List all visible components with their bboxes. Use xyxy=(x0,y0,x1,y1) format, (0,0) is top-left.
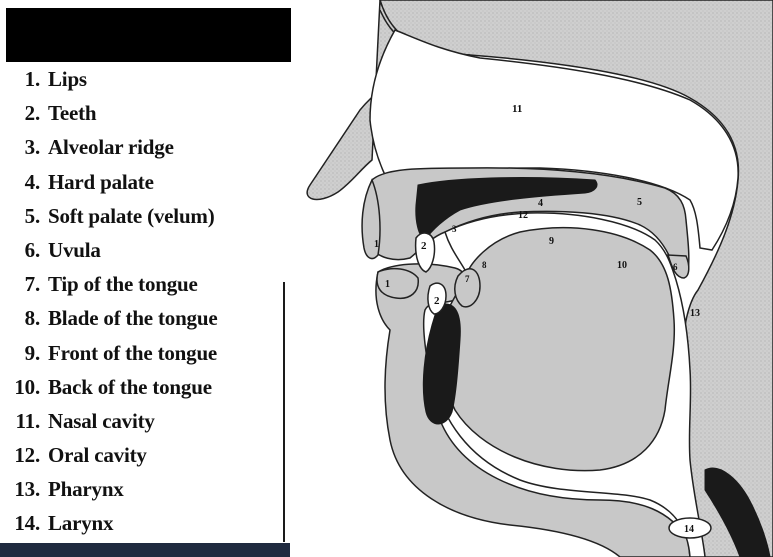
tongue xyxy=(443,228,675,471)
legend-label: Soft palate (velum) xyxy=(48,204,215,228)
legend-label: Teeth xyxy=(48,101,96,125)
legend-label: Lips xyxy=(48,67,87,91)
legend-item: 2. Teeth xyxy=(0,96,285,130)
legend-label: Front of the tongue xyxy=(48,341,217,365)
legend-number: 14. xyxy=(0,506,40,540)
legend-number: 13. xyxy=(0,472,40,506)
label-upper-lip: 1 xyxy=(374,239,379,250)
legend-item: 6. Uvula xyxy=(0,233,285,267)
legend-item: 10. Back of the tongue xyxy=(0,370,285,404)
lower-lip xyxy=(377,269,418,299)
legend-label: Blade of the tongue xyxy=(48,306,217,330)
legend-divider xyxy=(283,282,285,542)
legend-item: 5. Soft palate (velum) xyxy=(0,199,285,233)
label-larynx: 14 xyxy=(684,524,694,535)
legend-label: Uvula xyxy=(48,238,101,262)
legend-number: 12. xyxy=(0,438,40,472)
legend-label: Alveolar ridge xyxy=(48,135,174,159)
label-tongue-back: 10 xyxy=(617,260,627,271)
legend-item: 14. Larynx xyxy=(0,506,285,540)
bottom-band xyxy=(0,543,290,557)
legend-number: 2. xyxy=(0,96,40,130)
legend-item: 1. Lips xyxy=(0,62,285,96)
title-bar xyxy=(6,8,291,62)
label-tongue-blade: 8 xyxy=(482,260,487,270)
label-soft-palate: 5 xyxy=(637,197,642,208)
label-lower-teeth: 2 xyxy=(434,295,440,307)
legend-item: 13. Pharynx xyxy=(0,472,285,506)
legend-number: 9. xyxy=(0,336,40,370)
label-hard-palate: 4 xyxy=(538,198,543,209)
legend-number: 3. xyxy=(0,130,40,164)
legend-number: 7. xyxy=(0,267,40,301)
legend-item: 11. Nasal cavity xyxy=(0,404,285,438)
legend-label: Back of the tongue xyxy=(48,375,212,399)
legend-number: 5. xyxy=(0,199,40,233)
label-oral-cavity: 12 xyxy=(518,210,528,221)
legend-label: Pharynx xyxy=(48,477,124,501)
legend-number: 1. xyxy=(0,62,40,96)
legend-label: Hard palate xyxy=(48,170,154,194)
legend-label: Tip of the tongue xyxy=(48,272,198,296)
legend-number: 6. xyxy=(0,233,40,267)
legend-number: 11. xyxy=(0,404,40,438)
label-lower-lip: 1 xyxy=(385,279,390,290)
label-upper-teeth: 2 xyxy=(421,240,427,252)
label-alveolar-ridge: 3 xyxy=(452,224,457,234)
legend-item: 3. Alveolar ridge xyxy=(0,130,285,164)
label-tongue-front: 9 xyxy=(549,236,554,247)
legend-label: Oral cavity xyxy=(48,443,147,467)
legend-label: Nasal cavity xyxy=(48,409,155,433)
legend-number: 8. xyxy=(0,301,40,335)
legend: 1. Lips 2. Teeth 3. Alveolar ridge 4. Hard p… xyxy=(0,62,285,541)
legend-item: 4. Hard palate xyxy=(0,165,285,199)
legend-label: Larynx xyxy=(48,511,113,535)
label-pharynx: 13 xyxy=(690,308,700,319)
label-uvula: 6 xyxy=(673,262,678,272)
label-nasal-cavity: 11 xyxy=(512,103,522,115)
legend-number: 4. xyxy=(0,165,40,199)
legend-item: 9. Front of the tongue xyxy=(0,336,285,370)
legend-item: 12. Oral cavity xyxy=(0,438,285,472)
label-tongue-tip: 7 xyxy=(465,274,470,284)
legend-number: 10. xyxy=(0,370,40,404)
legend-item: 7. Tip of the tongue xyxy=(0,267,285,301)
legend-item: 8. Blade of the tongue xyxy=(0,301,285,335)
vocal-tract-diagram: 11 1 1 2 2 3 4 5 6 7 8 9 10 12 13 14 xyxy=(290,0,773,557)
